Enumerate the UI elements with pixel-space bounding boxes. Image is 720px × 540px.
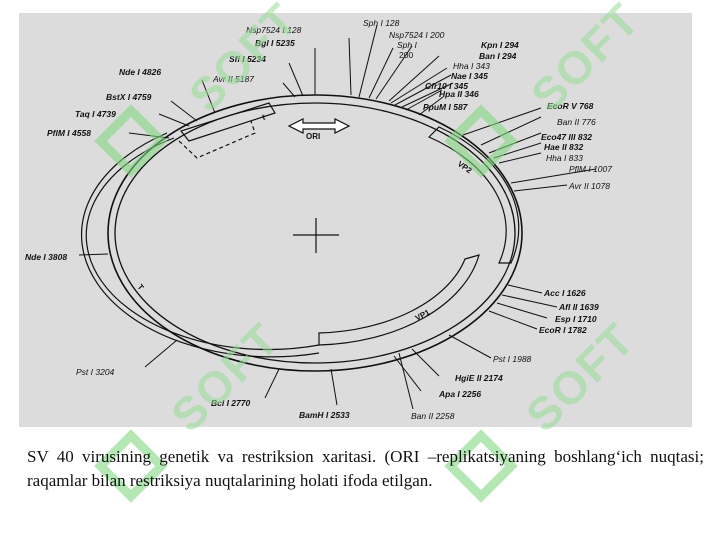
site-label: Esp I 1710 — [555, 314, 597, 324]
site-label: Bgl I 5235 — [255, 38, 295, 48]
gene-label-t: t — [261, 112, 266, 121]
site-lines — [78, 24, 597, 410]
figure-caption: SV 40 virusining genetik va restriksion … — [27, 447, 704, 490]
site-label: Nsp7524 I 128 — [246, 25, 302, 35]
site-label: Nde I 4826 — [119, 67, 161, 77]
site-label: Hae II 832 — [544, 142, 583, 152]
ori-label: ORI — [306, 132, 320, 141]
site-label: Nde I 3808 — [25, 252, 67, 262]
site-label: Kpn I 294 — [481, 40, 519, 50]
site-label: Sph I 128 — [363, 18, 400, 28]
site-label: Nae I 345 — [451, 71, 488, 81]
site-label: BstX I 4759 — [106, 92, 152, 102]
site-label: Bcl I 2770 — [211, 398, 250, 408]
gene-box-VP1 — [318, 254, 480, 346]
site-label: HgiE II 2174 — [455, 373, 503, 383]
gene-box-VP2 — [427, 126, 520, 264]
restriction-map: VP2 VP1 T t ORI — [19, 13, 692, 427]
gene-arc-T-inner — [85, 137, 320, 351]
site-label: 200 — [399, 50, 413, 60]
site-label: Hha I 343 — [453, 61, 490, 71]
site-label: Taq I 4739 — [75, 109, 116, 119]
gene-box-t — [179, 102, 276, 142]
map-background — [19, 13, 692, 427]
site-label: Avr II 5187 — [212, 74, 254, 84]
site-label: Afl II 1639 — [558, 302, 599, 312]
site-label: Nsp7524 I 200 — [389, 30, 445, 40]
site-label: Ban II 776 — [557, 117, 596, 127]
site-labels: Sph I 128 Nsp7524 I 128 Bgl I 5235 Sfi I… — [25, 18, 612, 421]
site-label: PflM I 4558 — [47, 128, 91, 138]
site-label: Ban I 294 — [479, 51, 517, 61]
site-label: Hpa II 346 — [439, 89, 479, 99]
gene-arc-T — [81, 132, 320, 358]
gene-box-t-dashed — [178, 120, 256, 159]
site-label: EcoR I 1782 — [539, 325, 587, 335]
site-label: Cfr10 I 345 — [425, 81, 468, 91]
site-label: Ban II 2258 — [411, 411, 455, 421]
site-label: PpuM I 587 — [423, 102, 469, 112]
site-label: Pst I 3204 — [76, 367, 115, 377]
ori-arrow: ORI — [287, 118, 351, 141]
site-label: BamH I 2533 — [299, 410, 350, 420]
site-label: Avr II 1078 — [568, 181, 610, 191]
site-label: Eco47 III 832 — [541, 132, 592, 142]
site-label: PflM I 1007 — [569, 164, 612, 174]
site-label: Hha I 833 — [546, 153, 583, 163]
site-label: Sph I — [397, 40, 417, 50]
gene-label-T: T — [135, 283, 145, 293]
site-label: EcoR V 768 — [547, 101, 594, 111]
site-label: Pst I 1988 — [493, 354, 532, 364]
site-label: Apa I 2256 — [438, 389, 481, 399]
site-label: Sfi I 5234 — [229, 54, 266, 64]
site-label: Acc I 1626 — [543, 288, 586, 298]
genome-inner-circle — [114, 102, 516, 364]
